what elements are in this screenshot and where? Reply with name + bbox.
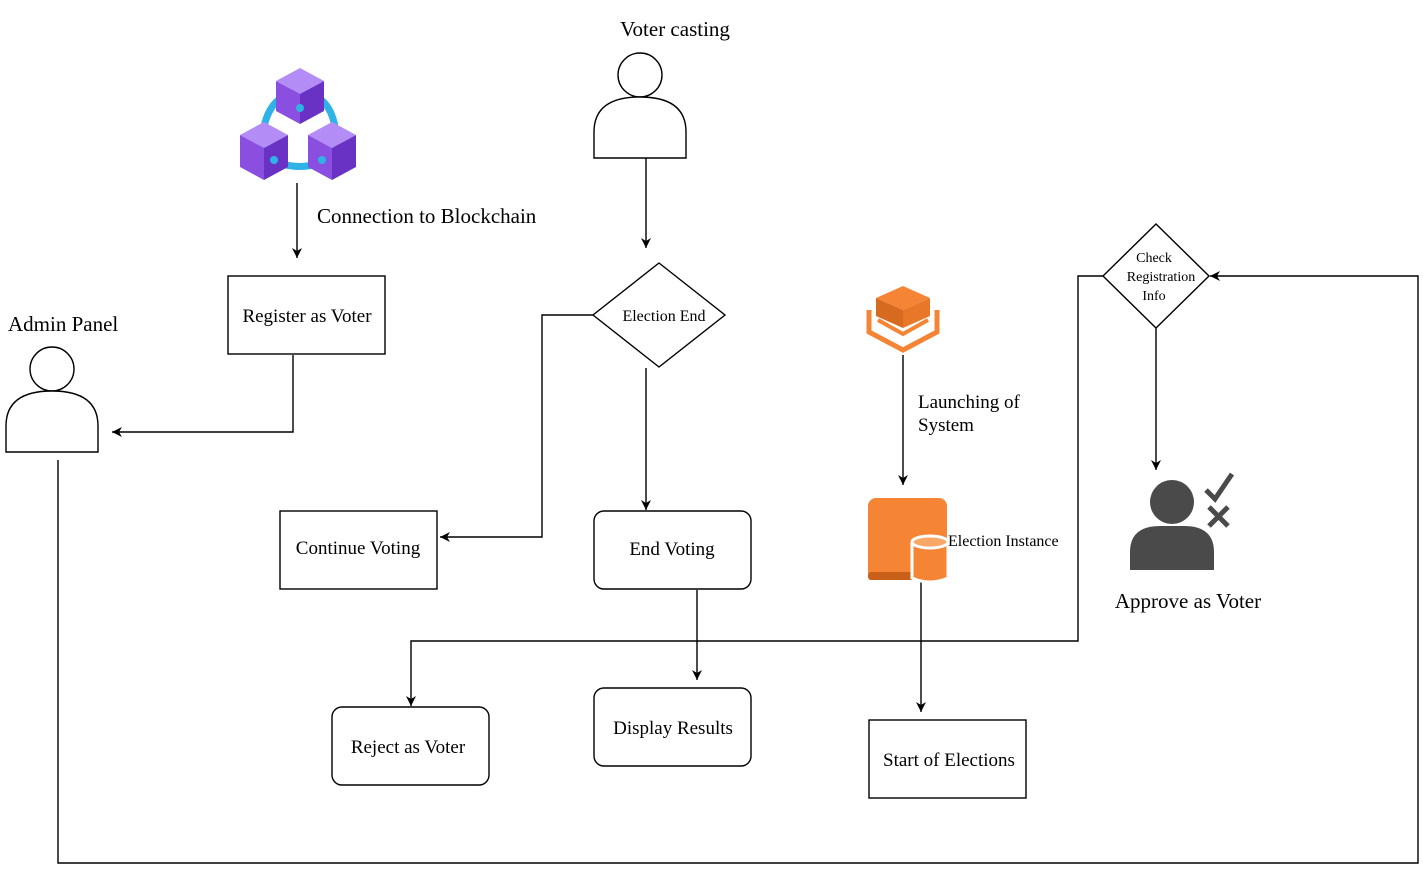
check-label-line2: Registration: [1127, 270, 1195, 285]
voter-casting-actor: Voter casting: [593, 17, 730, 159]
continue-voting-box: Continue Voting: [279, 510, 438, 590]
launching-label-line2: System: [918, 415, 974, 436]
start-of-elections-box: Start of Elections: [868, 719, 1027, 799]
stack-service-icon: [866, 286, 940, 353]
election-instance-label: Election Instance: [948, 533, 1059, 550]
election-end-decision: Election End: [591, 262, 727, 368]
edge-register-to-admin: [112, 355, 294, 437]
reject-as-voter-box: Reject as Voter: [331, 706, 490, 786]
election-end-label: Election End: [622, 308, 705, 325]
edge-check-to-reject: [406, 275, 1106, 706]
blockchain-cubes-icon: [240, 68, 356, 180]
connection-to-blockchain-label: Connection to Blockchain: [317, 204, 537, 228]
user-approve-reject-icon: [1130, 472, 1235, 570]
reject-as-voter-label: Reject as Voter: [351, 737, 466, 758]
end-voting-label: End Voting: [629, 539, 715, 560]
admin-panel-label: Admin Panel: [8, 312, 118, 336]
check-label-line1: Check: [1136, 251, 1172, 266]
start-of-elections-label: Start of Elections: [883, 750, 1015, 771]
launching-label-line1: Launching of: [918, 392, 1021, 413]
person-icon: [5, 346, 99, 453]
register-as-voter-box: Register as Voter: [227, 275, 386, 355]
register-as-voter-label: Register as Voter: [242, 306, 372, 327]
display-results-label: Display Results: [613, 718, 733, 739]
display-results-box: Display Results: [593, 687, 752, 767]
admin-panel-actor: Admin Panel: [5, 312, 118, 453]
voter-casting-label: Voter casting: [620, 17, 730, 41]
edge-admin-loop-to-check: [57, 271, 1419, 864]
check-label-line3: Info: [1142, 289, 1165, 304]
approve-as-voter-label: Approve as Voter: [1115, 589, 1261, 613]
end-voting-box: End Voting: [593, 510, 752, 590]
database-instance-icon: [868, 498, 950, 584]
edges: [57, 158, 1419, 864]
check-registration-decision: Check Registration Info: [1102, 223, 1210, 329]
continue-voting-label: Continue Voting: [296, 538, 421, 559]
edge-election-end-to-continue: [440, 314, 596, 542]
person-icon: [593, 52, 687, 159]
